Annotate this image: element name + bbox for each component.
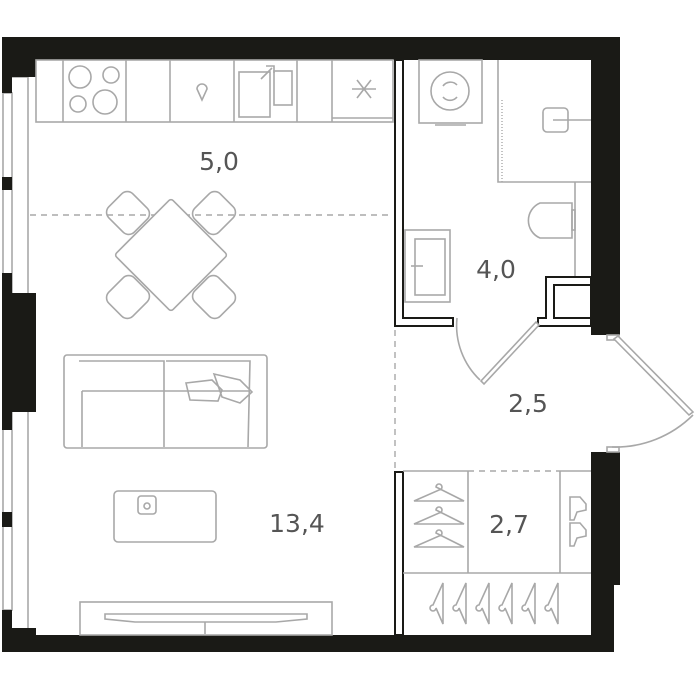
bathroom-area-label: 4,0: [476, 255, 516, 284]
entrance-door: [606, 334, 695, 453]
kitchen-area-label: 5,0: [199, 147, 239, 176]
exterior-walls: [2, 37, 620, 652]
shower: [497, 60, 591, 183]
stove-icon: [68, 65, 120, 115]
living-area-label: 13,4: [269, 509, 325, 538]
hanger-icons: [413, 483, 465, 548]
wardrobe-area-label: 2,7: [489, 510, 529, 539]
interior-walls: [394, 59, 592, 636]
sofa: [63, 354, 268, 449]
shoes-icons: [569, 496, 587, 547]
toilet: [527, 182, 576, 276]
dining-table: [105, 190, 237, 320]
drop-icon: [196, 83, 208, 102]
sink-icon: [238, 65, 293, 118]
hallway-area-label: 2,5: [508, 389, 548, 418]
kitchen-counter: [35, 59, 394, 123]
coffee-table: [113, 490, 217, 543]
bathroom-door: [455, 317, 541, 386]
tv-stand: [79, 601, 333, 636]
washing-machine: [418, 59, 483, 126]
side-hangers-icons: [429, 582, 559, 625]
fridge-snowflake-icon: [352, 79, 376, 99]
bathroom-sink: [404, 229, 451, 303]
wardrobe: [403, 470, 591, 625]
